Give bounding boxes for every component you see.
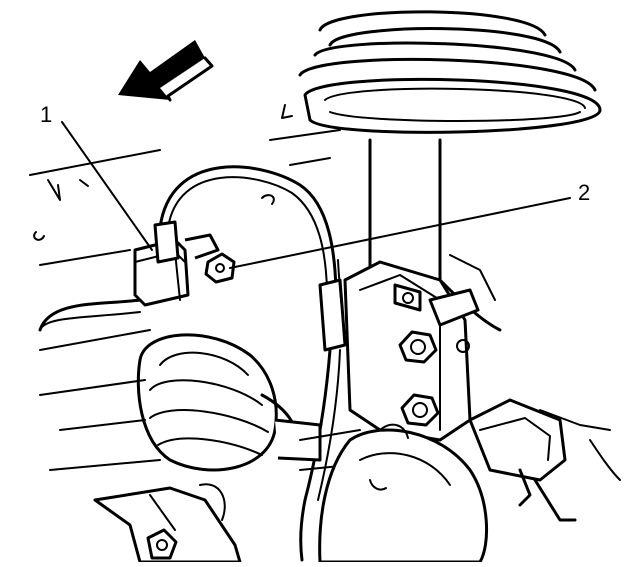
lower-control-arm	[93, 483, 242, 564]
arrow-left-icon	[118, 40, 214, 102]
upper-bolt	[398, 330, 438, 364]
callout-number-1: 1	[40, 102, 52, 127]
lower-bolt	[400, 393, 440, 427]
sensor-lead	[38, 298, 142, 332]
hose-bracket	[133, 220, 220, 307]
coil-spring	[298, 10, 602, 134]
callout-number-2: 2	[578, 180, 590, 205]
cv-axle-boot	[136, 333, 322, 472]
bracket-bolt	[204, 252, 236, 284]
brake-hose	[158, 165, 347, 562]
chassis-background	[29, 104, 341, 266]
hub-assembly	[318, 423, 488, 564]
callout-leaders	[61, 121, 571, 269]
harness-connector	[468, 398, 621, 522]
